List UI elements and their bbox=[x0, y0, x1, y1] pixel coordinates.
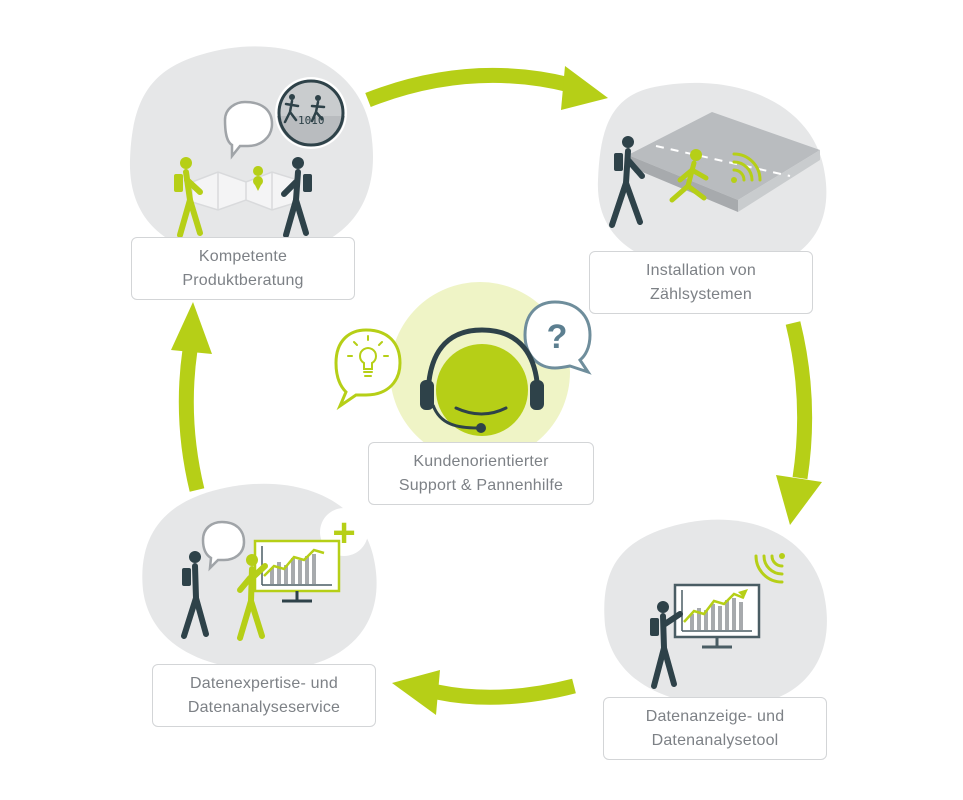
step-datenexpertise-illustration: + bbox=[142, 483, 377, 671]
background-blob bbox=[129, 46, 374, 259]
sensor-wifi-icon bbox=[731, 152, 762, 183]
question-mark-glyph: ? bbox=[547, 318, 568, 356]
idea-bubble-icon bbox=[334, 328, 402, 411]
cycle-arrow-bottom bbox=[392, 670, 576, 715]
headset-agent-icon bbox=[420, 327, 544, 436]
label-line-1: Installation von bbox=[646, 261, 756, 279]
runner-green-icon bbox=[669, 149, 709, 203]
person-green-icon bbox=[237, 554, 268, 641]
person-dark-icon bbox=[650, 601, 683, 689]
label-installation: Installation von Zählsystemen bbox=[589, 251, 813, 314]
sensor-wifi-icon bbox=[754, 553, 785, 584]
step-datenanzeige-illustration bbox=[604, 519, 827, 707]
bars bbox=[690, 598, 743, 630]
label-line-2: Zählsystemen bbox=[650, 285, 752, 303]
road-icon bbox=[628, 112, 820, 212]
label-line-2: Datenanalysetool bbox=[651, 731, 779, 749]
question-bubble-icon: ? bbox=[523, 300, 592, 375]
label-line-1: Kompetente bbox=[198, 247, 288, 265]
label-datenexpertise: Datenexpertise- und Datenanalyseservice bbox=[152, 664, 376, 727]
person-dark-icon bbox=[181, 551, 209, 639]
step-produktberatung-illustration: 1010 bbox=[129, 46, 374, 259]
person-dark-icon bbox=[281, 157, 312, 238]
label-line-1: Kundenorientierter bbox=[413, 452, 549, 470]
speech-bubble-icon bbox=[201, 520, 246, 572]
label-line-2: Datenanalyseservice bbox=[187, 698, 341, 716]
step-installation-illustration bbox=[597, 82, 827, 273]
label-line-2: Produktberatung bbox=[182, 271, 304, 289]
person-green-icon bbox=[174, 157, 203, 238]
monitor-chart-icon bbox=[673, 583, 761, 649]
label-line-1: Datenexpertise- und bbox=[190, 674, 338, 692]
speech-bubble-icon bbox=[223, 100, 274, 160]
bars bbox=[270, 554, 316, 584]
label-support: Kundenorientierter Support & Pannenhilfe bbox=[368, 442, 594, 505]
cycle-arrow-left bbox=[171, 302, 212, 492]
support-illustration: ? bbox=[334, 282, 592, 462]
counting-lens-icon: 1010 bbox=[275, 77, 347, 149]
lightbulb-icon bbox=[347, 335, 389, 377]
person-dark-icon bbox=[609, 136, 645, 228]
monitor-chart-icon bbox=[253, 539, 341, 603]
cycle-arrow-right bbox=[776, 321, 822, 525]
label-line-2: Support & Pannenhilfe bbox=[398, 476, 564, 494]
svg-text:1010: 1010 bbox=[298, 114, 325, 127]
label-produktberatung: Kompetente Produktberatung bbox=[131, 237, 355, 300]
label-line-1: Datenanzeige- und bbox=[645, 707, 785, 725]
cycle-arrow-top bbox=[365, 66, 608, 110]
label-datenanzeige: Datenanzeige- und Datenanalysetool bbox=[603, 697, 827, 760]
